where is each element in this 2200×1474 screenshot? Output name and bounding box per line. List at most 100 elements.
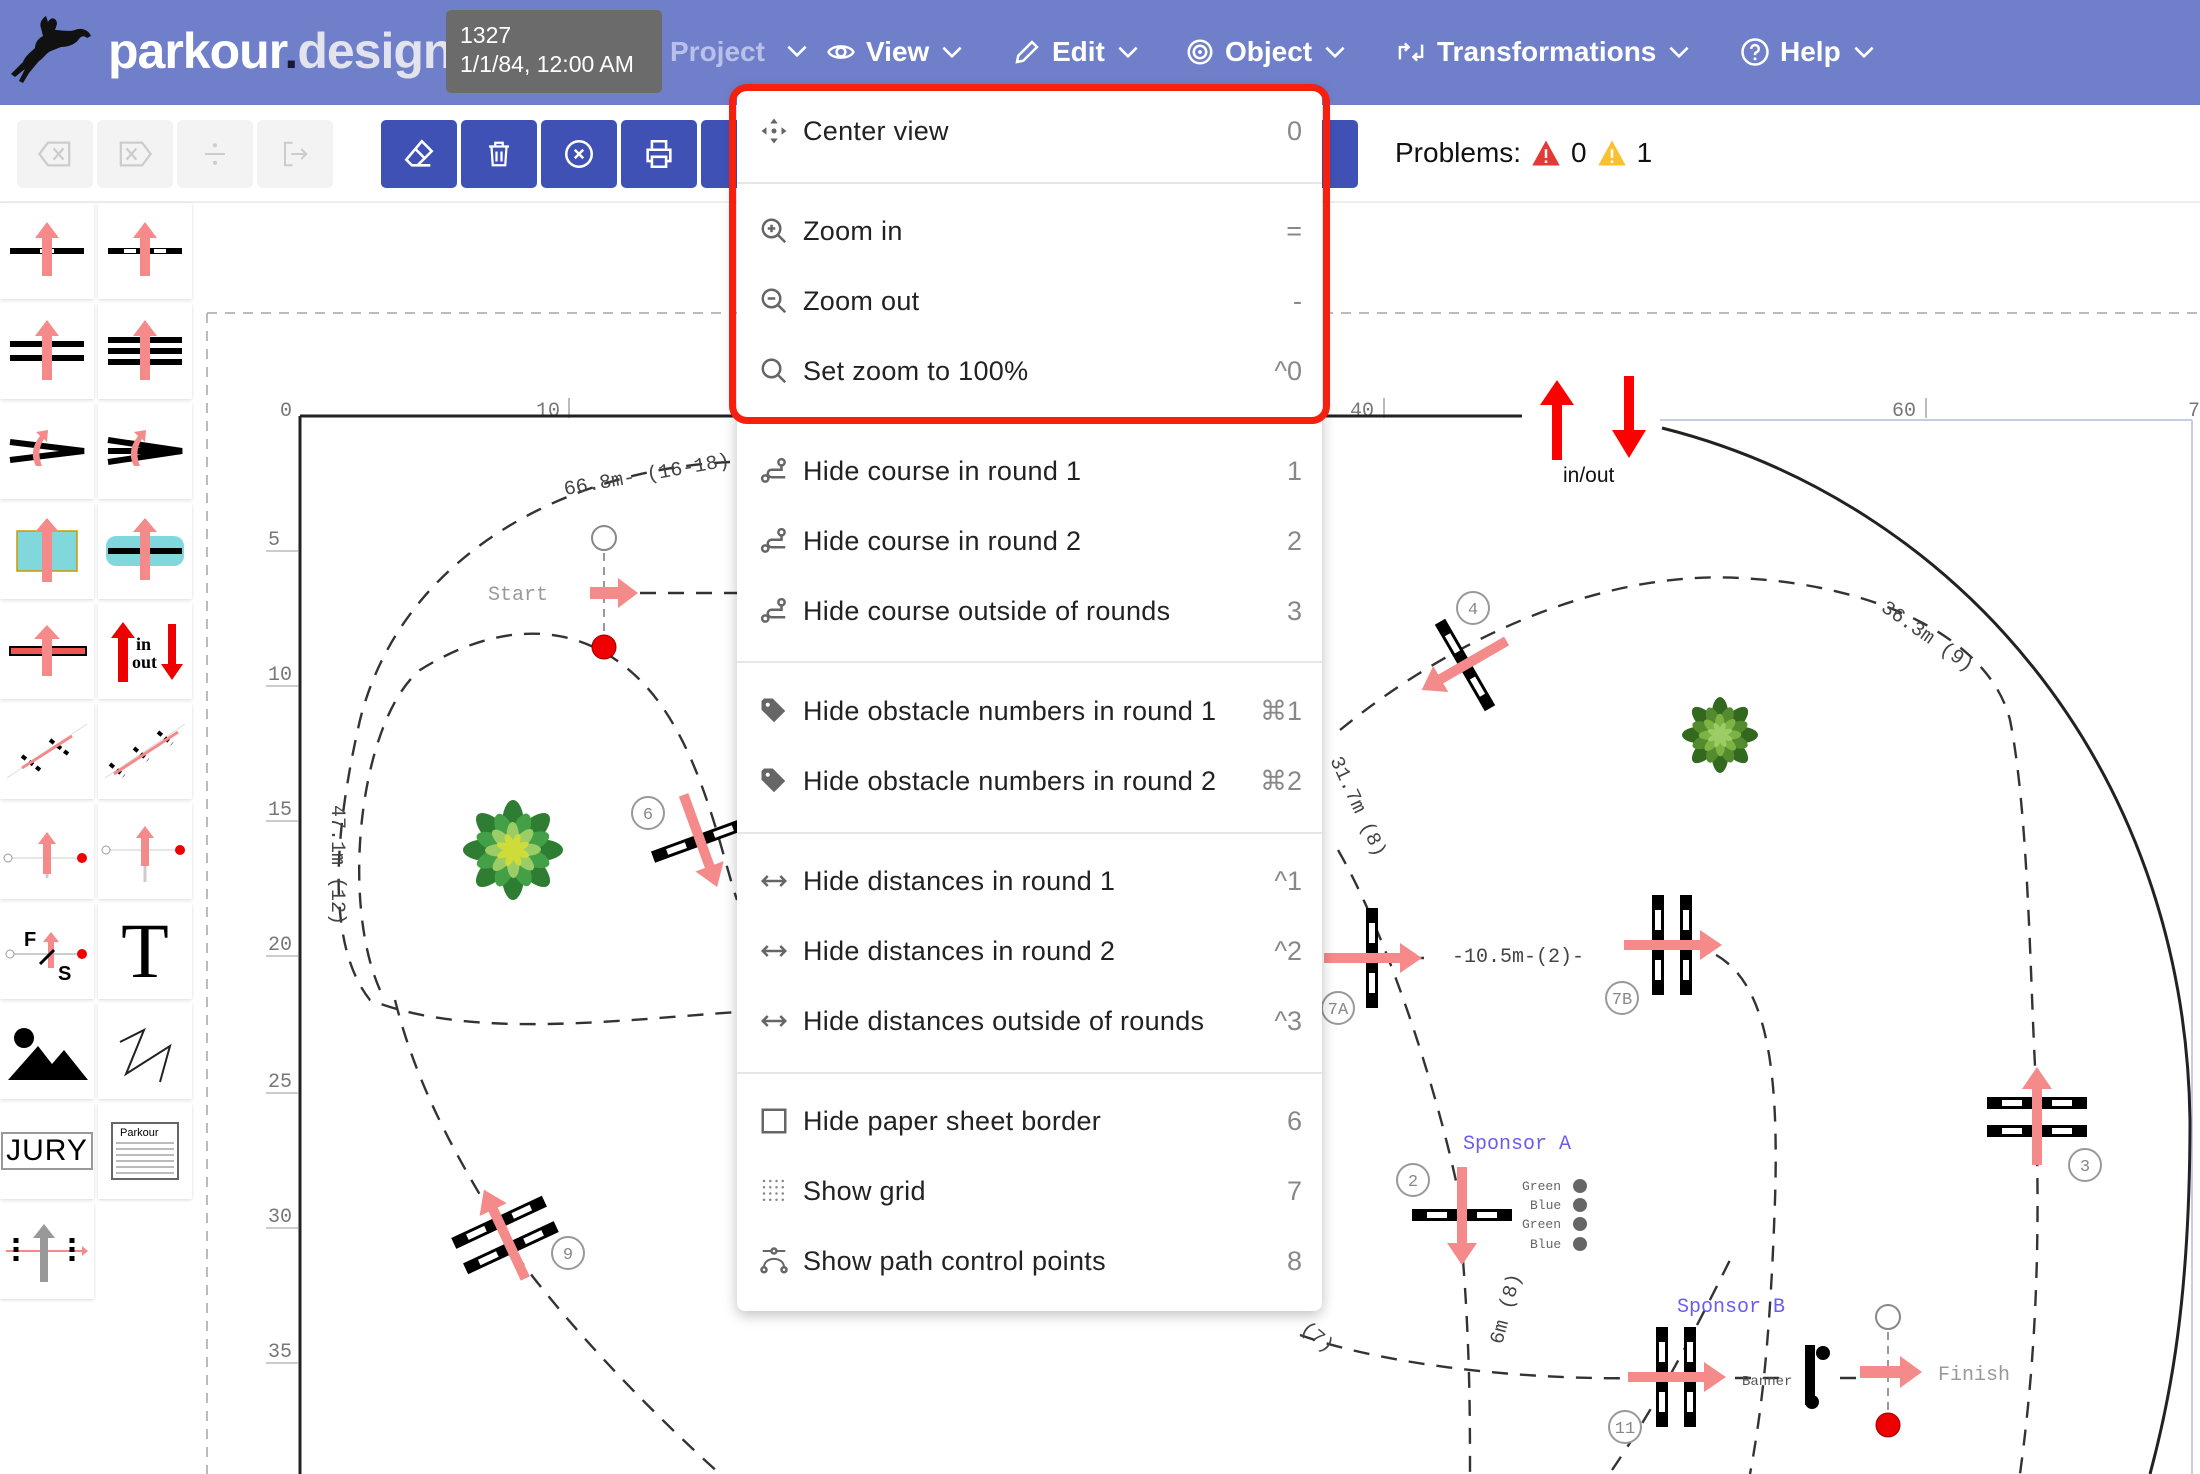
- menu-item-set-zoom-100[interactable]: Set zoom to 100%^0: [737, 341, 1322, 401]
- divide-button[interactable]: [177, 120, 253, 188]
- finish-line[interactable]: Finish: [1860, 1304, 2010, 1438]
- menu-object[interactable]: Object: [1185, 28, 1348, 76]
- menu-item-hide-obstacle-numbers-round-2[interactable]: Hide obstacle numbers in round 2⌘2: [737, 751, 1322, 811]
- tool-start[interactable]: [0, 803, 94, 899]
- delete-forward-button[interactable]: [97, 120, 173, 188]
- tool-corner[interactable]: [0, 403, 94, 499]
- exit-button[interactable]: [257, 120, 333, 188]
- zoom-out-icon: [757, 284, 791, 318]
- menu-item-shortcut: =: [1286, 215, 1302, 246]
- obstacle-number-badge: [631, 796, 665, 830]
- banner-obstacle[interactable]: Banner: [1742, 1345, 1830, 1409]
- problems-indicator[interactable]: Problems: 0 1: [1395, 137, 1652, 169]
- clear-button[interactable]: [541, 120, 617, 188]
- print-button[interactable]: [621, 120, 697, 188]
- start-line[interactable]: Start: [488, 525, 638, 660]
- problems-label: Problems:: [1395, 137, 1522, 168]
- tool-vertical-2[interactable]: [98, 203, 192, 299]
- chevron-down-icon[interactable]: [784, 38, 810, 64]
- menu-item-hide-distances-round-1[interactable]: Hide distances in round 1^1: [737, 851, 1322, 911]
- obstacle[interactable]: [1628, 1327, 1726, 1427]
- tool-water-jump[interactable]: [98, 503, 192, 599]
- tool-liverpool[interactable]: [0, 603, 94, 699]
- menu-help[interactable]: Help: [1740, 28, 1877, 76]
- obstacle-number-badge: [2068, 1148, 2102, 1182]
- menu-item-label: Hide paper sheet border: [803, 1105, 1102, 1136]
- chevron-down-icon: [942, 46, 962, 59]
- menu-label: Object: [1225, 36, 1313, 67]
- menu-edit[interactable]: Edit: [1012, 28, 1141, 76]
- water-jump-icon: [106, 518, 184, 580]
- start-finish-icon: FS: [5, 929, 87, 985]
- warning-triangle-icon: [1597, 140, 1626, 166]
- logo-main: parkour: [108, 23, 285, 79]
- obstacle[interactable]: [439, 1169, 571, 1300]
- tool-vertical[interactable]: [0, 203, 94, 299]
- delete-button[interactable]: [461, 120, 537, 188]
- f-label: F: [24, 929, 36, 951]
- tool-water-ditch[interactable]: [0, 503, 94, 599]
- menu-item-zoom-out[interactable]: Zoom out-: [737, 271, 1322, 331]
- tool-combination-3[interactable]: [98, 703, 192, 799]
- tool-gate-guide[interactable]: [0, 1203, 94, 1299]
- in-out-gate[interactable]: in/out: [1540, 376, 1646, 487]
- obstacle-number-badge: [551, 1236, 585, 1270]
- tool-combination[interactable]: [0, 703, 94, 799]
- menu-item-zoom-in[interactable]: Zoom in=: [737, 201, 1322, 261]
- tool-oxer[interactable]: [0, 303, 94, 399]
- path-icon: [119, 1027, 172, 1083]
- direction-arrow: [1628, 1362, 1726, 1392]
- obstacle[interactable]: [1624, 895, 1722, 995]
- tool-finish[interactable]: [98, 803, 192, 899]
- obstacle-number-badge: [1456, 591, 1490, 625]
- menu-item-hide-distances-round-2[interactable]: Hide distances in round 2^2: [737, 921, 1322, 981]
- sponsor-a-label: Sponsor A: [1463, 1133, 1571, 1156]
- distance-label: 6m (8): [1487, 1271, 1528, 1347]
- tool-scoreboard[interactable]: Parkour: [98, 1103, 192, 1199]
- tool-corner-2[interactable]: [98, 403, 192, 499]
- menu-item-label: Hide distances outside of rounds: [803, 1005, 1205, 1036]
- menu-view[interactable]: View: [826, 28, 965, 76]
- x-circle-icon: [564, 139, 594, 169]
- obstacle[interactable]: [1987, 1067, 2087, 1165]
- tool-path[interactable]: [98, 1003, 192, 1099]
- app-logo[interactable]: parkour.design: [108, 22, 453, 80]
- tree-icon[interactable]: [463, 800, 563, 900]
- ruler-label: 30: [268, 1206, 292, 1229]
- eraser-button[interactable]: [381, 120, 457, 188]
- obstacle[interactable]: [1412, 1167, 1512, 1265]
- obstacle[interactable]: [1324, 908, 1422, 1008]
- menu-item-shortcut: ^3: [1274, 1005, 1302, 1036]
- obstacle[interactable]: [637, 778, 764, 904]
- obstacle[interactable]: [1397, 598, 1532, 734]
- menu-divider: [737, 182, 1322, 184]
- arena-fence: [1661, 426, 2192, 1474]
- exit-icon: [284, 141, 308, 167]
- tool-image[interactable]: [0, 1003, 94, 1099]
- delete-backward-button[interactable]: [17, 120, 93, 188]
- tool-triple-bar[interactable]: [98, 303, 192, 399]
- menu-item-shortcut: 8: [1286, 1245, 1302, 1276]
- tool-text[interactable]: T: [98, 903, 192, 999]
- direction-arrow: [1624, 930, 1722, 960]
- obstacle-number-badge: [1605, 981, 1639, 1015]
- menu-item-hide-distances-outside-rounds[interactable]: Hide distances outside of rounds ^3: [737, 991, 1322, 1051]
- menu-item-hide-obstacle-numbers-round-1[interactable]: Hide obstacle numbers in round 1⌘1: [737, 681, 1322, 741]
- tree-icon[interactable]: [1682, 697, 1758, 773]
- tool-jury[interactable]: JURY: [0, 1103, 94, 1199]
- menu-transformations[interactable]: Transformations: [1395, 28, 1692, 76]
- project-menu-label[interactable]: Project: [670, 36, 765, 67]
